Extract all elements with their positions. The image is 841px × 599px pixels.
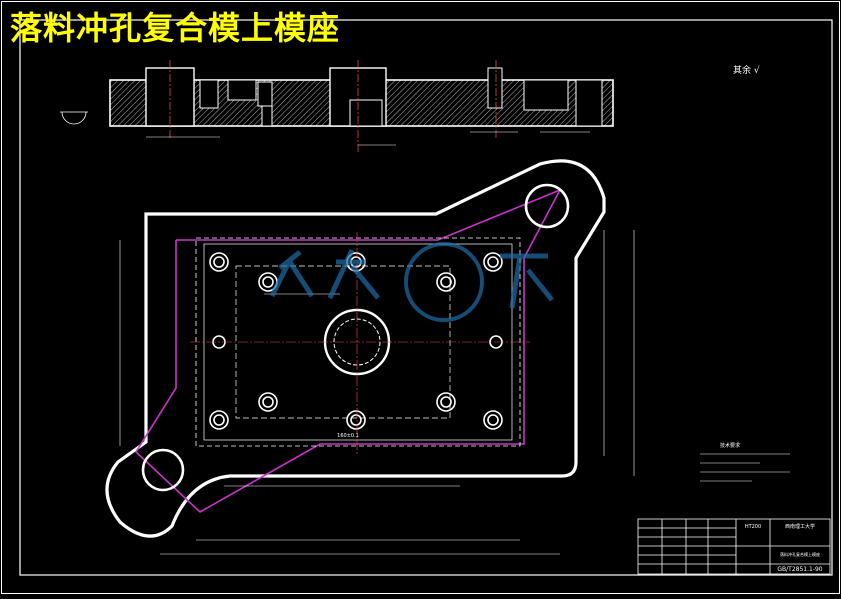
company-label: 西南理工大学	[785, 523, 815, 530]
watermark-logo-icon	[269, 242, 554, 322]
drawing-title: 落料冲孔复合模上模座	[10, 9, 341, 47]
material-label: HT200	[745, 524, 761, 530]
roughness-note: 其余 √	[733, 63, 760, 76]
inner-border	[19, 19, 833, 576]
section-line	[134, 189, 561, 513]
part-name-label: 落料冲孔复合模上模座	[780, 551, 820, 557]
plan-view: 160±0.1	[105, 159, 635, 555]
tech-req-heading: 技术要求	[720, 442, 740, 449]
technical-requirements: 技术要求	[700, 442, 790, 482]
drawing-number-label: GB/T2851.1-90	[777, 566, 822, 573]
surface-roughness-icon: √	[753, 66, 760, 76]
title-block	[637, 518, 831, 575]
center-dimension-label: 160±0.1	[337, 433, 359, 439]
roughness-note-text: 其余	[733, 66, 752, 76]
die-set-outline	[105, 159, 606, 538]
section-view	[60, 60, 614, 152]
